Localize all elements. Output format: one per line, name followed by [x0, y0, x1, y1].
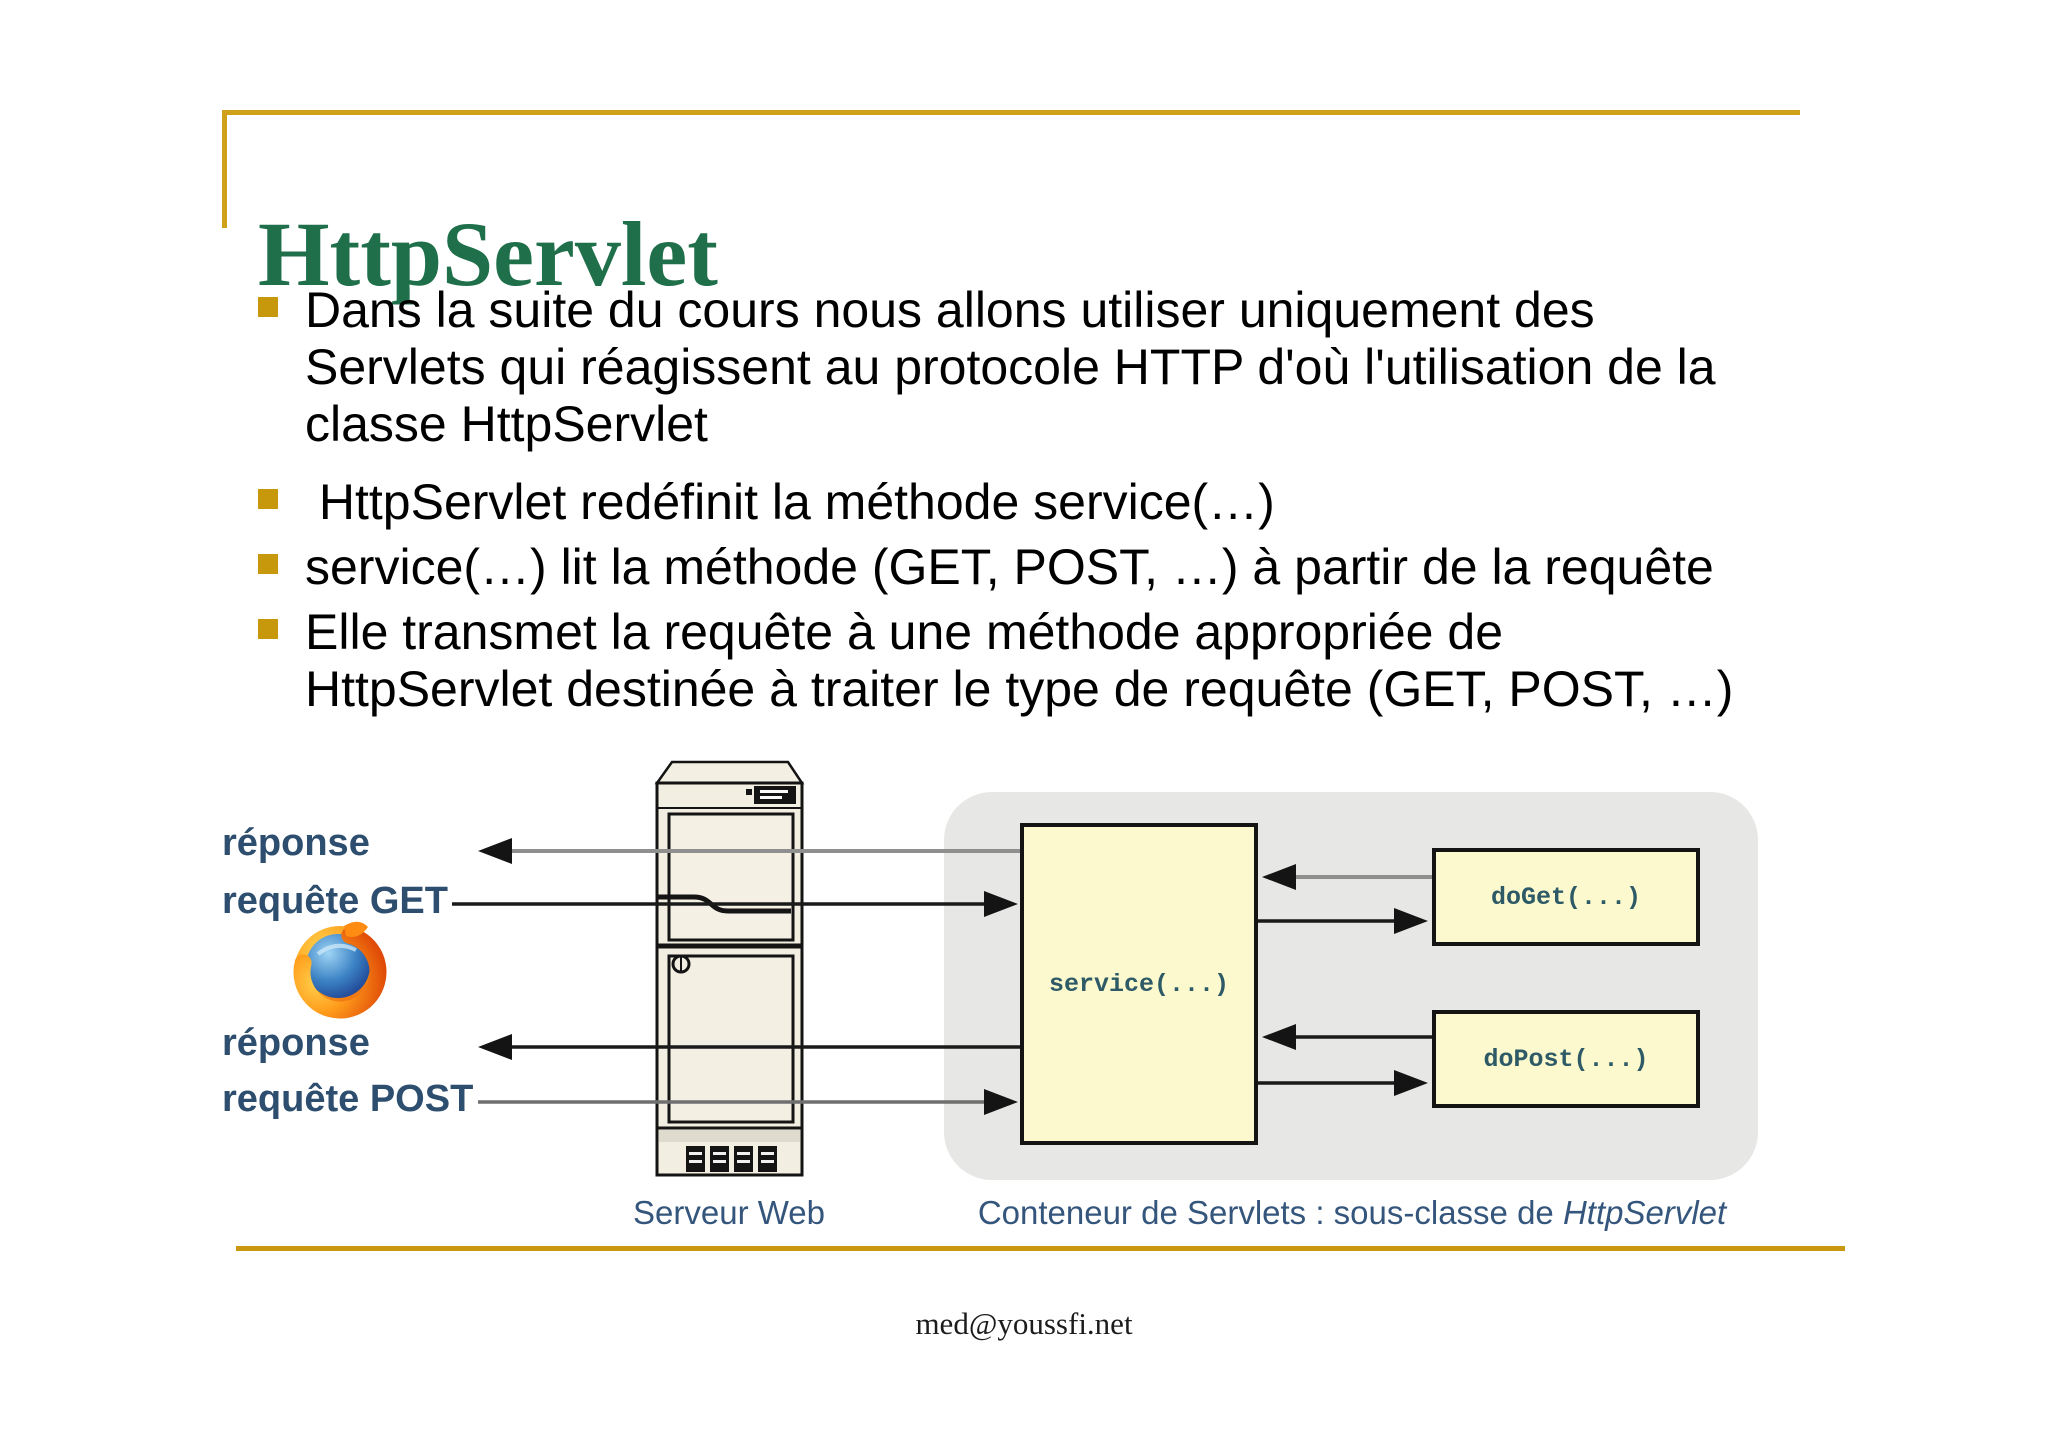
arrowhead-left	[478, 1034, 512, 1060]
container-caption-italic: HttpServlet	[1562, 1194, 1727, 1231]
firefox-icon	[293, 921, 387, 1019]
top-gold-rule	[222, 110, 1800, 115]
left-gold-rule	[222, 110, 227, 228]
bullet-square-icon	[258, 297, 278, 317]
footer-email: med@youssfi.net	[915, 1306, 1133, 1341]
dopost-method-box: doPost(...)	[1432, 1010, 1700, 1108]
bullet-line: Servlets qui réagissent au protocole HTT…	[305, 339, 1716, 395]
bullet-line: HttpServlet destinée à traiter le type d…	[305, 661, 1734, 717]
arrowhead-left	[478, 838, 512, 864]
container-caption-text: Conteneur de Servlets : sous-classe de	[977, 1194, 1563, 1231]
doget-method-box: doGet(...)	[1432, 848, 1700, 946]
bullet-item: HttpServlet redéfinit la méthode service…	[258, 474, 1275, 531]
bullet-line: Elle transmet la requête à une méthode a…	[305, 604, 1503, 660]
bullet-item: Dans la suite du cours nous allons utili…	[258, 282, 1716, 453]
arrowhead-right	[984, 1089, 1018, 1115]
server-tower-icon	[654, 760, 805, 1177]
bullet-line: classe HttpServlet	[305, 396, 708, 452]
bullet-text: Dans la suite du cours nous allons utili…	[305, 282, 1716, 453]
arrowhead-right	[984, 891, 1018, 917]
bullet-text: Elle transmet la requête à une méthode a…	[305, 604, 1733, 718]
bottom-gold-rule	[236, 1246, 1845, 1251]
server-caption: Serveur Web	[633, 1194, 825, 1231]
bullet-line: service(…) lit la méthode (GET, POST, …)…	[305, 539, 1714, 595]
diagram-arrows	[452, 838, 1434, 1115]
label-request-post: requête POST	[222, 1078, 474, 1120]
page-title: HttpServlet	[258, 202, 718, 305]
bullet-line: Dans la suite du cours nous allons utili…	[305, 282, 1595, 338]
bullet-item: service(…) lit la méthode (GET, POST, …)…	[258, 539, 1714, 596]
bullet-text: service(…) lit la méthode (GET, POST, …)…	[305, 539, 1714, 596]
bullet-square-icon	[258, 489, 278, 509]
arrowhead-left	[1262, 1024, 1296, 1050]
label-request-get: requête GET	[222, 880, 448, 922]
arrowhead-left	[1262, 864, 1296, 890]
bullet-square-icon	[258, 554, 278, 574]
label-response-get: réponse	[222, 822, 370, 864]
label-response-post: réponse	[222, 1022, 370, 1064]
arrowhead-right	[1394, 908, 1428, 934]
container-caption: Conteneur de Servlets : sous-classe de H…	[978, 1194, 1726, 1232]
bullet-line: HttpServlet redéfinit la méthode service…	[305, 474, 1275, 530]
service-method-box: service(...)	[1020, 823, 1258, 1145]
arrowhead-right	[1394, 1070, 1428, 1096]
bullet-square-icon	[258, 619, 278, 639]
bullet-item: Elle transmet la requête à une méthode a…	[258, 604, 1733, 718]
bullet-text: HttpServlet redéfinit la méthode service…	[305, 474, 1275, 531]
